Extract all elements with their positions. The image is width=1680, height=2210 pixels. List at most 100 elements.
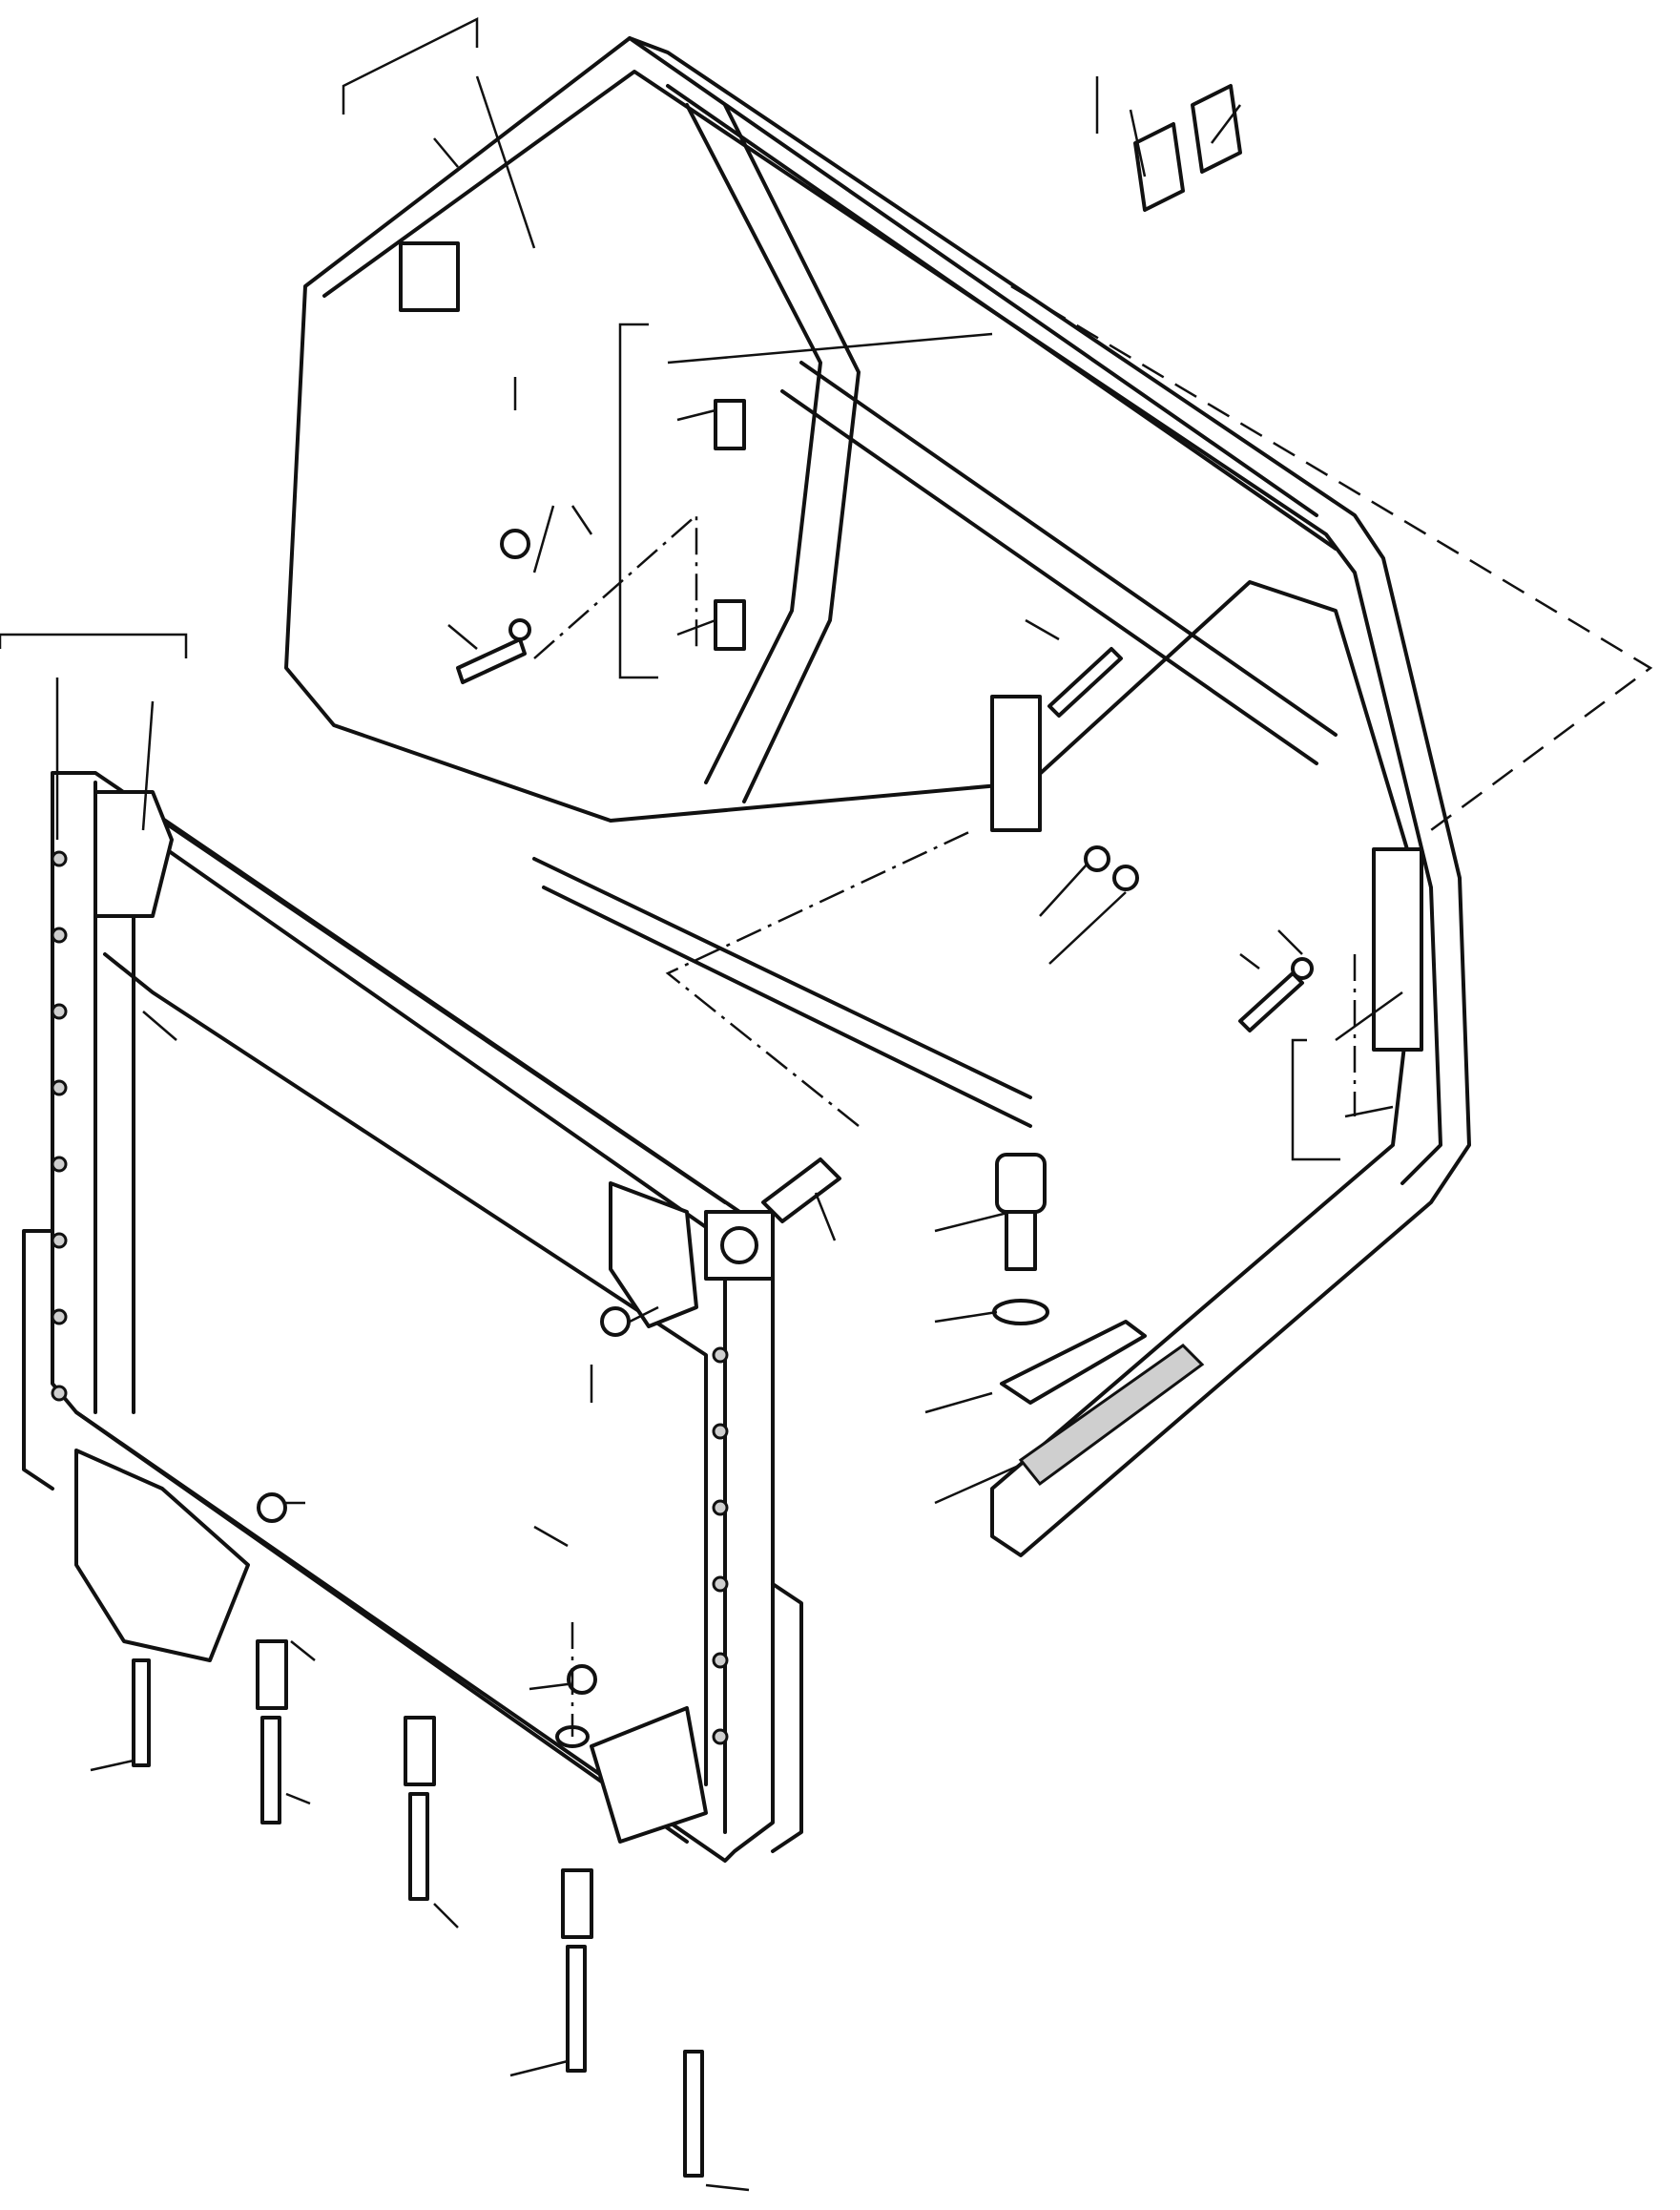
cross-member-2 (723, 103, 861, 803)
socket-bore (720, 1226, 758, 1264)
bolt (712, 1346, 729, 1364)
leader (475, 75, 536, 249)
leader (814, 1192, 837, 1241)
lower-rail (799, 361, 1338, 737)
bolt-right (1238, 971, 1304, 1032)
bolt (51, 1003, 68, 1020)
clip-1 (1133, 122, 1185, 212)
phantom-line-upper (1010, 284, 1653, 832)
bolt (712, 1728, 729, 1745)
front-panel-frame (22, 771, 803, 1863)
mount-bracket-mid (990, 695, 1042, 832)
bracket-right (1291, 1038, 1340, 1161)
leader (934, 1310, 998, 1324)
clip-2 (1191, 84, 1242, 174)
long-bolt-2 (260, 1716, 281, 1824)
bolt (51, 850, 68, 867)
leader (1039, 863, 1089, 917)
leader (1129, 109, 1147, 177)
bracket-left-panel (0, 633, 188, 658)
leader (1025, 618, 1060, 641)
leader (447, 624, 478, 650)
leader (532, 505, 555, 573)
bolt (51, 1385, 68, 1402)
leader (433, 1903, 459, 1929)
grab-handle-right (771, 1582, 803, 1853)
assembly-line-front (665, 828, 974, 1127)
leader (142, 1011, 177, 1041)
leader (924, 1391, 993, 1414)
bolt (51, 1079, 68, 1096)
side-rail-top (628, 36, 1318, 517)
long-bolt-3 (408, 1792, 429, 1901)
mount-bracket-right (1372, 847, 1423, 1052)
spacer-3 (561, 1868, 593, 1939)
long-bolt-1 (132, 1658, 151, 1767)
leader (1211, 104, 1241, 144)
leader (529, 1682, 569, 1691)
long-bolt-5 (683, 2050, 704, 2178)
cap-screw-head (995, 1153, 1047, 1214)
lower-rail-2 (780, 389, 1318, 765)
bolt (51, 1156, 68, 1173)
hinge-lower (714, 599, 746, 651)
assembly-line-door (533, 512, 698, 659)
bolt (51, 1232, 68, 1249)
panel-top-rail (132, 800, 727, 1204)
bracket-door (618, 323, 658, 679)
leader (667, 332, 993, 365)
leader (1344, 1105, 1394, 1118)
grab-handle-left (22, 1229, 54, 1491)
leader (570, 505, 593, 535)
bolt (51, 927, 68, 944)
washer-front (1112, 865, 1139, 891)
leader (290, 1640, 316, 1661)
leader (1277, 929, 1303, 955)
long-bolt-4 (566, 1945, 587, 2073)
leader (676, 618, 716, 636)
side-rail-inner (666, 84, 1338, 551)
cap-screw-shank (1005, 1210, 1037, 1271)
post-bolts (51, 850, 729, 1745)
loose-fasteners (132, 84, 1314, 2178)
bolt (712, 1575, 729, 1593)
leader (509, 2059, 569, 2077)
leader (141, 700, 155, 831)
spacer-1 (256, 1639, 288, 1710)
step-plate (1000, 1320, 1147, 1405)
hex-bolt-upper (456, 637, 527, 684)
corner-plate-bottom-right (590, 1706, 708, 1844)
leader (90, 1759, 135, 1772)
leader (934, 1463, 1022, 1505)
leader (705, 2183, 750, 2192)
front-crossbar (532, 857, 1032, 1099)
bolt (712, 1652, 729, 1669)
mount-bracket-left (399, 241, 460, 312)
leader (629, 1305, 659, 1324)
nut-panel (600, 1306, 631, 1337)
leader-lines (0, 16, 1403, 2192)
corner-plate-top-right (609, 1181, 698, 1328)
leader (934, 1210, 1012, 1233)
nut-lower-2 (567, 1664, 597, 1695)
hinge-upper (714, 399, 746, 450)
panel-inner (103, 952, 708, 1786)
nut-lower-1 (257, 1492, 287, 1523)
bolt (51, 1308, 68, 1325)
nut-upper (508, 618, 531, 641)
leader (676, 408, 716, 422)
leader (1239, 953, 1260, 969)
corner-socket (704, 1210, 775, 1281)
bracket-top (342, 16, 479, 115)
nut-front (1084, 845, 1110, 872)
guide-pin (761, 1157, 841, 1223)
rear-frame-inner (322, 70, 1442, 1185)
leader (285, 1792, 311, 1805)
leader (1335, 990, 1403, 1042)
bolt-mid (1047, 647, 1123, 718)
spacer-2 (404, 1716, 436, 1786)
leader (533, 1525, 569, 1548)
cross-member (685, 103, 822, 784)
upper-cab-frame (284, 36, 1471, 1557)
